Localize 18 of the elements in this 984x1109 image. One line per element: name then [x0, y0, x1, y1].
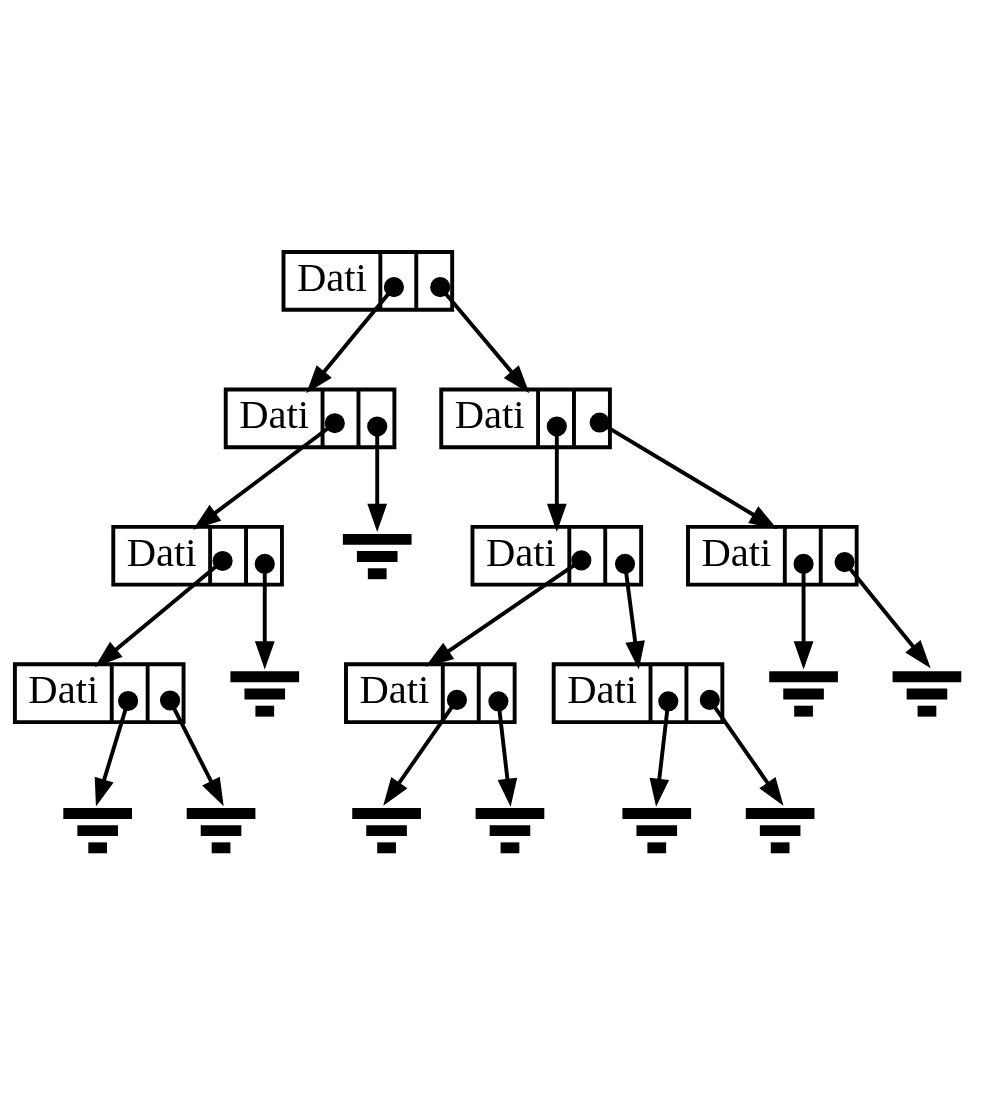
arrow: [192, 412, 345, 530]
arrow: [94, 690, 139, 807]
arrow: [425, 549, 592, 667]
arrow: [488, 690, 518, 807]
arrow: [430, 276, 530, 393]
arrow: [589, 411, 778, 529]
arrow: [306, 276, 404, 393]
arrow: [160, 689, 224, 806]
arrow: [254, 553, 275, 669]
arrow: [834, 551, 931, 668]
arrow: [614, 553, 645, 669]
arrow: [699, 689, 784, 806]
arrow: [94, 550, 233, 667]
arrow: [383, 689, 467, 806]
arrow: [546, 415, 567, 532]
arrow: [649, 690, 679, 807]
arrow: [367, 415, 388, 532]
arrow: [793, 553, 814, 669]
